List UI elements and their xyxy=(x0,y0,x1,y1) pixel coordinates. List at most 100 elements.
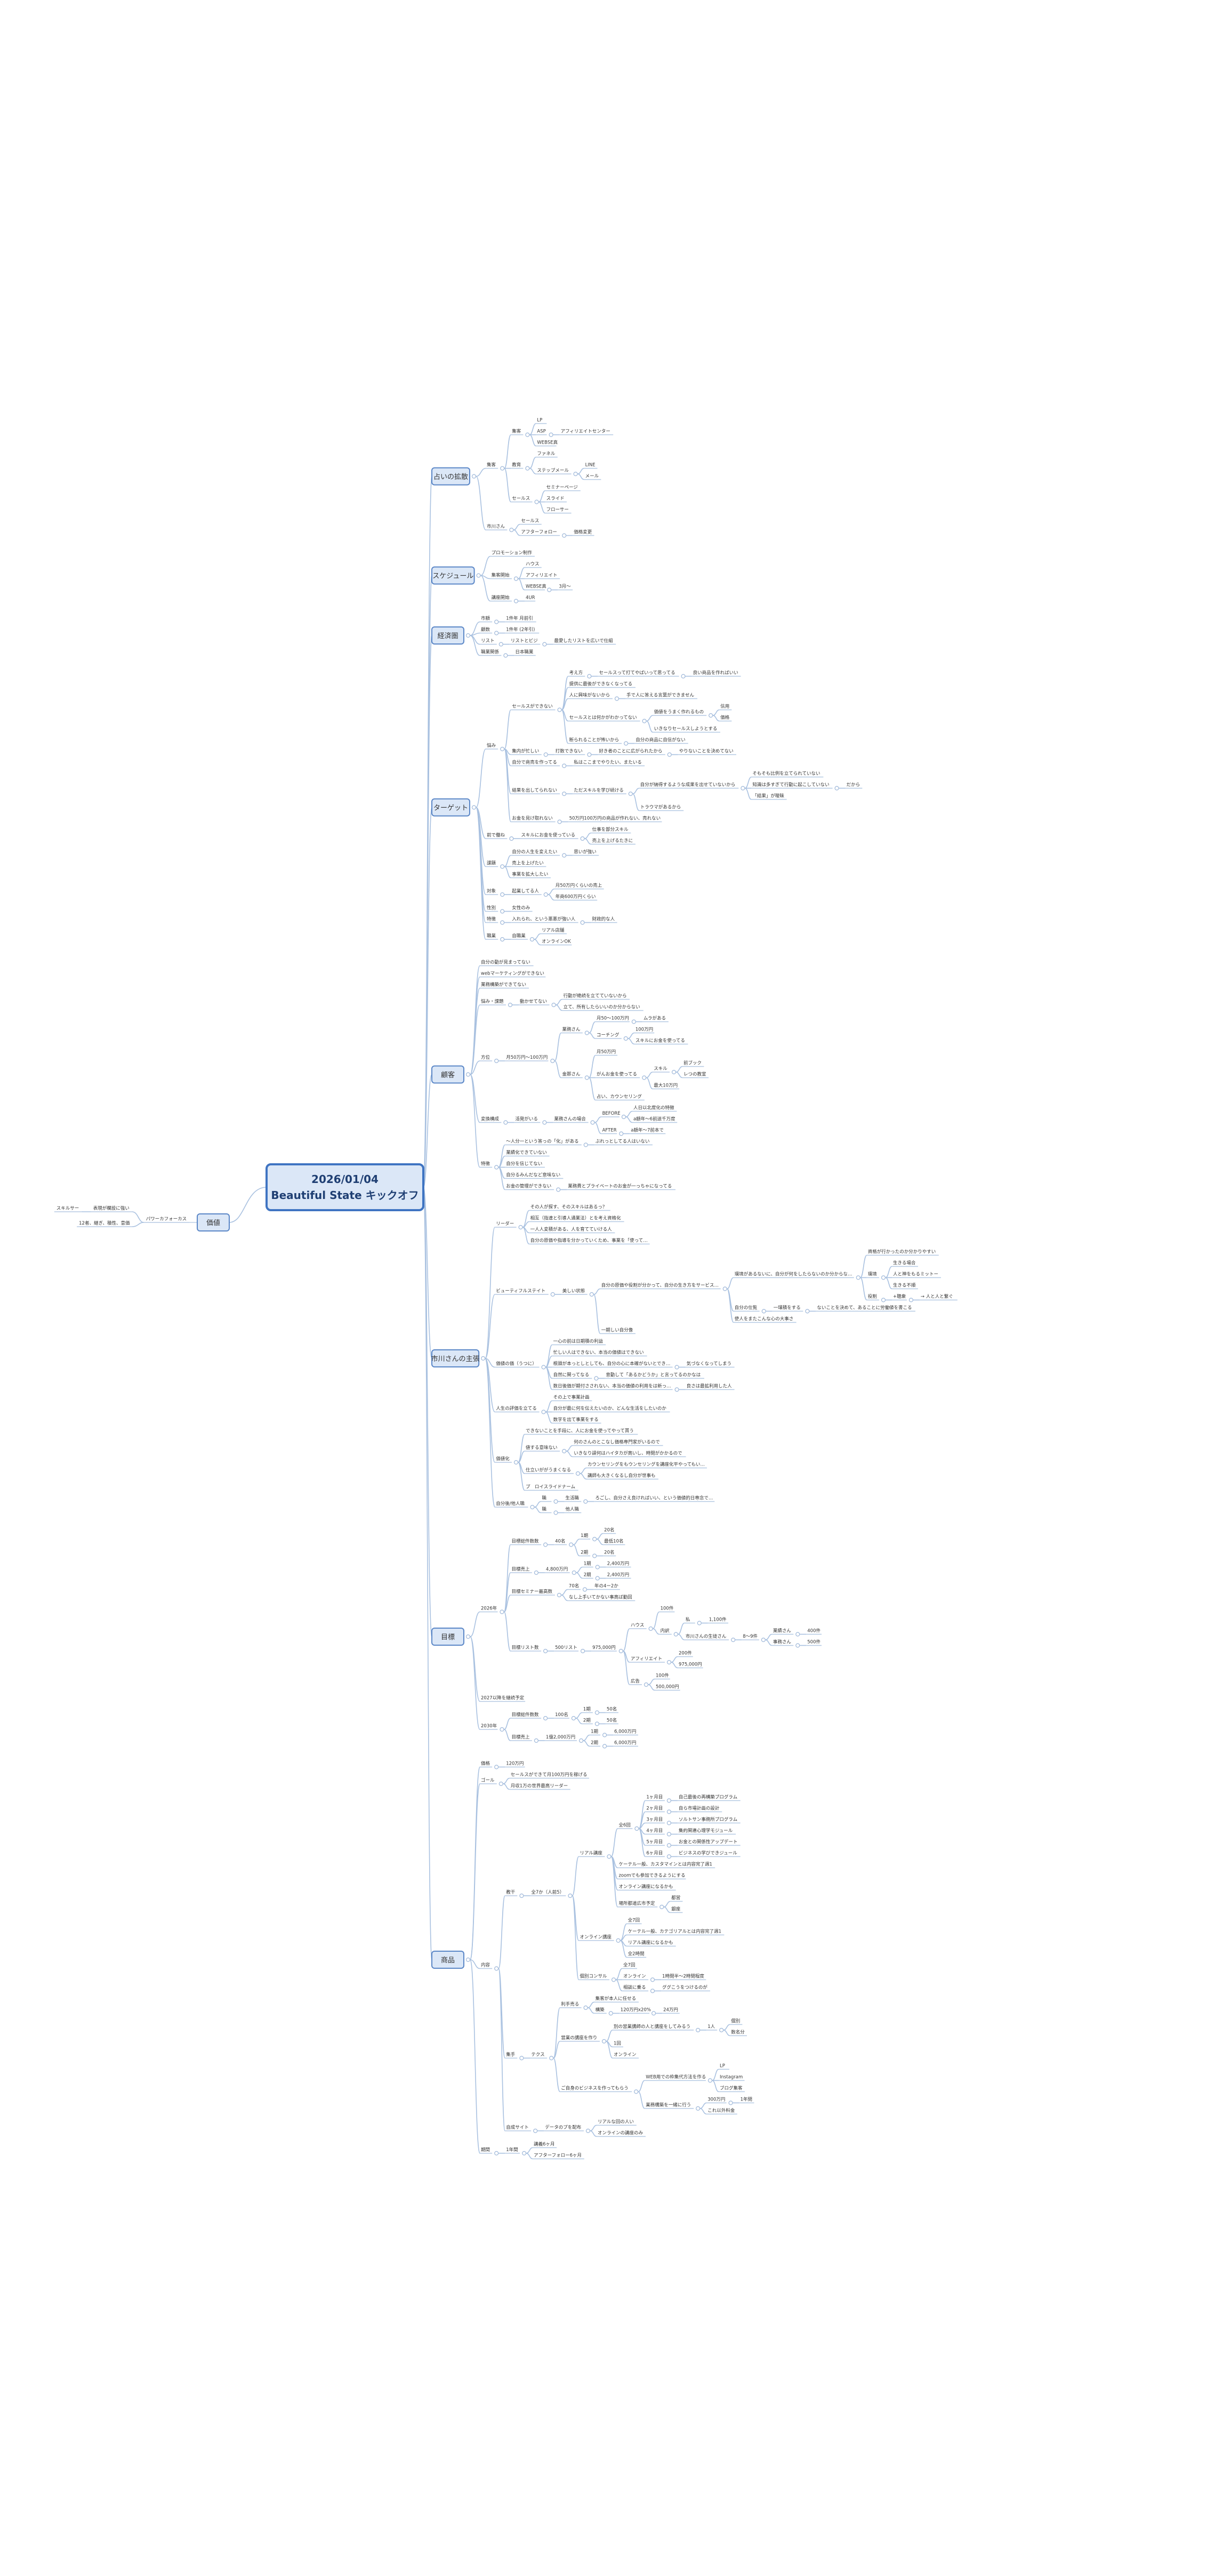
topic-node[interactable]: 講義6ヶ月 xyxy=(533,2142,557,2148)
topic-node[interactable]: 悩み xyxy=(486,743,498,750)
topic-node[interactable]: 200件 xyxy=(678,1651,693,1657)
collapse-toggle[interactable] xyxy=(634,2089,639,2094)
collapse-toggle[interactable] xyxy=(509,527,514,533)
topic-node[interactable]: 市川さん xyxy=(486,524,508,530)
collapse-toggle[interactable] xyxy=(722,1286,727,1291)
collapse-toggle[interactable] xyxy=(547,587,552,592)
topic-node[interactable]: 自分の人生を変えたい xyxy=(511,849,560,856)
collapse-toggle[interactable] xyxy=(582,1587,588,1592)
collapse-toggle[interactable] xyxy=(543,1648,548,1654)
collapse-toggle[interactable] xyxy=(696,2027,701,2033)
topic-node[interactable]: 自分るみんだなど意味ない xyxy=(505,1172,564,1179)
collapse-toggle[interactable] xyxy=(494,619,499,624)
topic-node[interactable]: 6ヶ月目 xyxy=(645,1851,665,1857)
collapse-toggle[interactable] xyxy=(562,533,567,538)
topic-node[interactable]: a額年〜7前本で xyxy=(630,1128,666,1134)
collapse-toggle[interactable] xyxy=(500,909,505,914)
collapse-toggle[interactable] xyxy=(530,1504,535,1510)
collapse-toggle[interactable] xyxy=(619,1131,624,1136)
topic-node[interactable]: 目標総件数数 xyxy=(510,1712,542,1719)
topic-node[interactable]: オンライン講座 xyxy=(578,1934,614,1941)
collapse-toggle[interactable] xyxy=(583,1499,588,1504)
collapse-toggle[interactable] xyxy=(498,1781,503,1786)
collapse-toggle[interactable] xyxy=(541,1365,546,1370)
topic-node[interactable]: 自職業 xyxy=(511,933,528,940)
topic-node[interactable]: 人に興味がないから xyxy=(568,693,613,699)
topic-node[interactable]: 価値の価（うつに） xyxy=(495,1361,540,1368)
topic-node[interactable]: 行動が絶続を立てていないから xyxy=(562,993,630,1000)
topic-node[interactable]: a額年〜6前送千万度 xyxy=(632,1116,678,1123)
topic-node[interactable]: リスト xyxy=(480,639,497,645)
topic-node[interactable]: ケーテル一般、カテゴリアルとは内容完了週1 xyxy=(626,1929,725,1936)
topic-node[interactable]: 値する意味ない xyxy=(525,1445,560,1452)
main-branch-node[interactable]: ターゲット xyxy=(431,798,470,817)
topic-node[interactable]: ゴール xyxy=(480,1777,497,1784)
collapse-toggle[interactable] xyxy=(471,805,477,810)
topic-node[interactable]: いきなりセールスしようとする xyxy=(653,727,720,733)
topic-node[interactable]: → 人と人と繋ぐ xyxy=(919,1294,958,1301)
topic-node[interactable]: 生活職 xyxy=(564,1495,582,1502)
topic-node[interactable]: 数字を出て事業をする xyxy=(552,1417,601,1424)
topic-node[interactable]: やりないことを決めてない xyxy=(678,748,736,755)
topic-node[interactable]: 生きる不順 xyxy=(892,1283,918,1290)
collapse-toggle[interactable] xyxy=(741,786,745,791)
collapse-toggle[interactable] xyxy=(534,1570,539,1575)
topic-node[interactable]: 自分が納得するような成果を出せていないから xyxy=(639,782,739,789)
topic-node[interactable]: 2期 xyxy=(582,1718,593,1725)
topic-node[interactable]: 月50〜100万円 xyxy=(595,1016,630,1023)
topic-node[interactable]: セールスって打てやばいって思ってる xyxy=(598,670,679,677)
topic-node[interactable]: 業務構築ができてない xyxy=(480,982,529,989)
topic-node[interactable]: 1年間 xyxy=(505,2147,520,2154)
topic-node[interactable]: 500リスト xyxy=(554,1645,579,1652)
collapse-toggle[interactable] xyxy=(592,1553,597,1558)
topic-node[interactable]: 起業してる人 xyxy=(511,888,542,895)
collapse-toggle[interactable] xyxy=(795,1632,800,1637)
topic-node[interactable]: 業務さん xyxy=(561,1027,583,1034)
topic-node[interactable]: 教育 xyxy=(511,462,524,469)
topic-node[interactable]: 価値化 xyxy=(495,1456,512,1463)
topic-node[interactable]: 良い商品を作ればいい xyxy=(691,670,741,677)
topic-node[interactable]: ファネル xyxy=(536,452,558,458)
collapse-toggle[interactable] xyxy=(508,1002,513,1008)
topic-node[interactable]: 価格 xyxy=(480,1761,493,1768)
topic-node[interactable]: ビジネスの学びできジュール xyxy=(677,1850,741,1857)
collapse-toggle[interactable] xyxy=(525,432,530,437)
topic-node[interactable]: 相互（指達と引導人通業法）とを考え資格化 xyxy=(529,1215,624,1222)
collapse-toggle[interactable] xyxy=(667,752,672,757)
collapse-toggle[interactable] xyxy=(522,2151,527,2156)
topic-node[interactable]: 一期しい自分像 xyxy=(600,1327,635,1334)
collapse-toggle[interactable] xyxy=(881,1275,886,1280)
collapse-toggle[interactable] xyxy=(550,1292,555,1297)
collapse-toggle[interactable] xyxy=(562,791,567,796)
topic-node[interactable]: 1件年 月前引 xyxy=(505,616,536,623)
topic-node[interactable]: 自分の仕覧 xyxy=(733,1305,760,1312)
topic-node[interactable]: LP xyxy=(718,2064,729,2070)
topic-node[interactable]: 4,800万円 xyxy=(544,1567,570,1573)
collapse-toggle[interactable] xyxy=(624,741,629,746)
collapse-toggle[interactable] xyxy=(631,1019,637,1024)
collapse-toggle[interactable] xyxy=(541,1410,546,1414)
topic-node[interactable]: スキル xyxy=(653,1066,670,1073)
topic-node[interactable]: 営業の講座を作り xyxy=(560,2035,600,2042)
topic-node[interactable]: セールス xyxy=(520,519,542,525)
collapse-toggle[interactable] xyxy=(509,836,514,841)
topic-node[interactable]: 市川さんの生徒さん xyxy=(684,1633,729,1640)
topic-node[interactable]: 50名 xyxy=(605,1718,618,1725)
topic-node[interactable]: リーダー xyxy=(495,1221,517,1228)
topic-node[interactable]: 100名 xyxy=(554,1712,569,1719)
collapse-toggle[interactable] xyxy=(697,1621,702,1625)
collapse-toggle[interactable] xyxy=(908,1298,914,1302)
topic-node[interactable]: 「結果」が曖昧 xyxy=(751,793,787,800)
topic-node[interactable]: 50万円100万円の商品が作れない、売れない xyxy=(568,816,662,823)
collapse-toggle[interactable] xyxy=(542,642,547,647)
topic-node[interactable]: 集客開始 xyxy=(490,573,512,579)
topic-node[interactable]: アフターフォロー xyxy=(520,530,560,536)
topic-node[interactable]: リアルな回の人い xyxy=(597,2120,637,2126)
topic-node[interactable]: 思いが強い xyxy=(573,849,599,856)
topic-node[interactable]: アフィリエイト xyxy=(525,573,560,579)
collapse-toggle[interactable] xyxy=(534,500,539,504)
topic-node[interactable]: 自分で商売を作ってる xyxy=(511,760,560,767)
main-branch-node[interactable]: 目標 xyxy=(431,1628,464,1646)
topic-node[interactable]: 対象 xyxy=(486,888,498,895)
topic-node[interactable]: 集客 xyxy=(486,462,498,469)
